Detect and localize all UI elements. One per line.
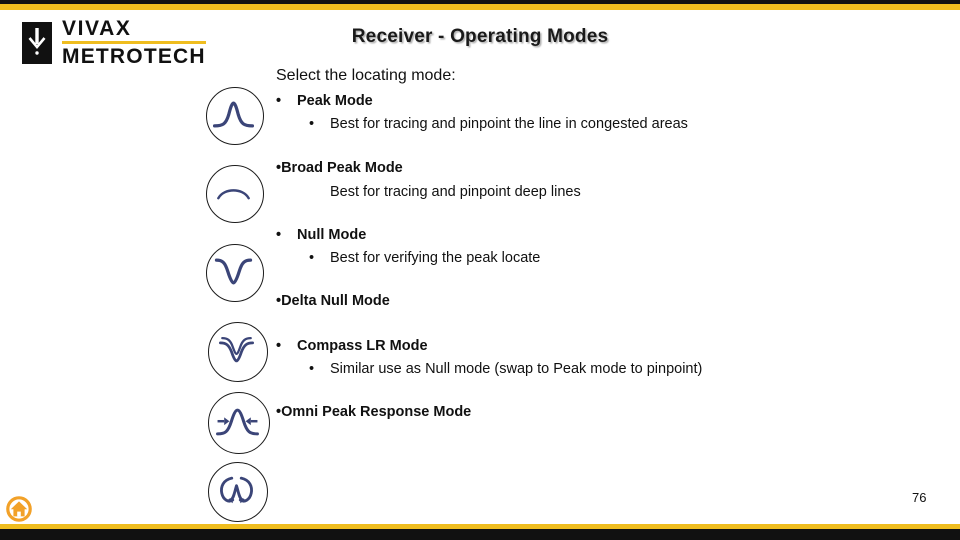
mode-heading: Peak Mode <box>297 93 373 109</box>
page-number: 76 <box>912 490 927 505</box>
mode-description: Similar use as Null mode (swap to Peak m… <box>330 361 703 377</box>
sub-row: • Similar use as Null mode (swap to Peak… <box>276 361 702 377</box>
block-delta-null-mode: •Delta Null Mode <box>276 293 390 309</box>
sub-row: • Best for verifying the peak locate <box>276 250 540 266</box>
sub-bullet-icon: • <box>309 250 315 266</box>
bullet-icon: • <box>276 293 282 309</box>
bullet-icon: • <box>276 338 282 354</box>
logo-line-vivax: VIVAX <box>62 17 132 40</box>
block-null-mode: • Null Mode • Best for verifying the pea… <box>276 227 540 266</box>
block-broad-peak-mode: •Broad Peak Mode Best for tracing and pi… <box>276 160 581 200</box>
mode-description: Best for verifying the peak locate <box>330 250 541 266</box>
logo-wordmark: VIVAX METROTECH <box>62 18 206 67</box>
mode-heading: Broad Peak Mode <box>281 160 403 176</box>
compass-lr-arrows-peak-icon <box>208 392 270 454</box>
omni-peak-loops-icon <box>208 462 268 522</box>
delta-null-double-v-icon <box>208 322 268 382</box>
block-compass-lr-mode: • Compass LR Mode • Similar use as Null … <box>276 338 702 377</box>
top-black-bar <box>0 0 960 4</box>
bottom-gold-bar <box>0 524 960 529</box>
bullet-icon: • <box>276 404 282 420</box>
sub-bullet-icon: • <box>309 116 315 132</box>
heading-row: • Compass LR Mode <box>276 338 702 354</box>
sub-row: • Best for tracing and pinpoint the line… <box>276 116 688 132</box>
logo-gold-rule <box>62 41 206 44</box>
home-icon[interactable] <box>6 496 32 522</box>
heading-row: •Delta Null Mode <box>276 293 390 309</box>
mode-description: Best for tracing and pinpoint the line i… <box>330 116 688 132</box>
down-arrow-mark-icon <box>22 21 52 64</box>
bottom-black-bar <box>0 529 960 540</box>
block-peak-mode: • Peak Mode • Best for tracing and pinpo… <box>276 93 688 132</box>
bullet-icon: • <box>276 227 282 243</box>
mode-heading: Null Mode <box>297 227 367 243</box>
sub-bullet-icon: • <box>309 361 315 377</box>
logo-line-metrotech: METROTECH <box>62 45 206 68</box>
heading-row: •Omni Peak Response Mode <box>276 404 471 420</box>
block-omni-peak-response-mode: •Omni Peak Response Mode <box>276 404 471 420</box>
lead-text: Select the locating mode: <box>276 67 456 84</box>
null-v-curve-icon <box>206 244 264 302</box>
heading-row: • Peak Mode <box>276 93 688 109</box>
mode-heading: Compass LR Mode <box>297 338 428 354</box>
heading-row: •Broad Peak Mode <box>276 160 581 176</box>
mode-heading: Delta Null Mode <box>281 293 390 309</box>
bullet-icon: • <box>276 93 282 109</box>
mode-description: Best for tracing and pinpoint deep lines <box>330 184 581 200</box>
top-gold-bar <box>0 4 960 10</box>
broad-peak-arc-icon <box>206 165 264 223</box>
peak-curve-icon <box>206 87 264 145</box>
mode-heading: Omni Peak Response Mode <box>281 404 472 420</box>
page-title: Receiver - Operating Modes <box>351 26 609 47</box>
heading-row: • Null Mode <box>276 227 540 243</box>
vivax-metrotech-logo: VIVAX METROTECH <box>22 18 206 67</box>
bullet-icon: • <box>276 160 282 176</box>
